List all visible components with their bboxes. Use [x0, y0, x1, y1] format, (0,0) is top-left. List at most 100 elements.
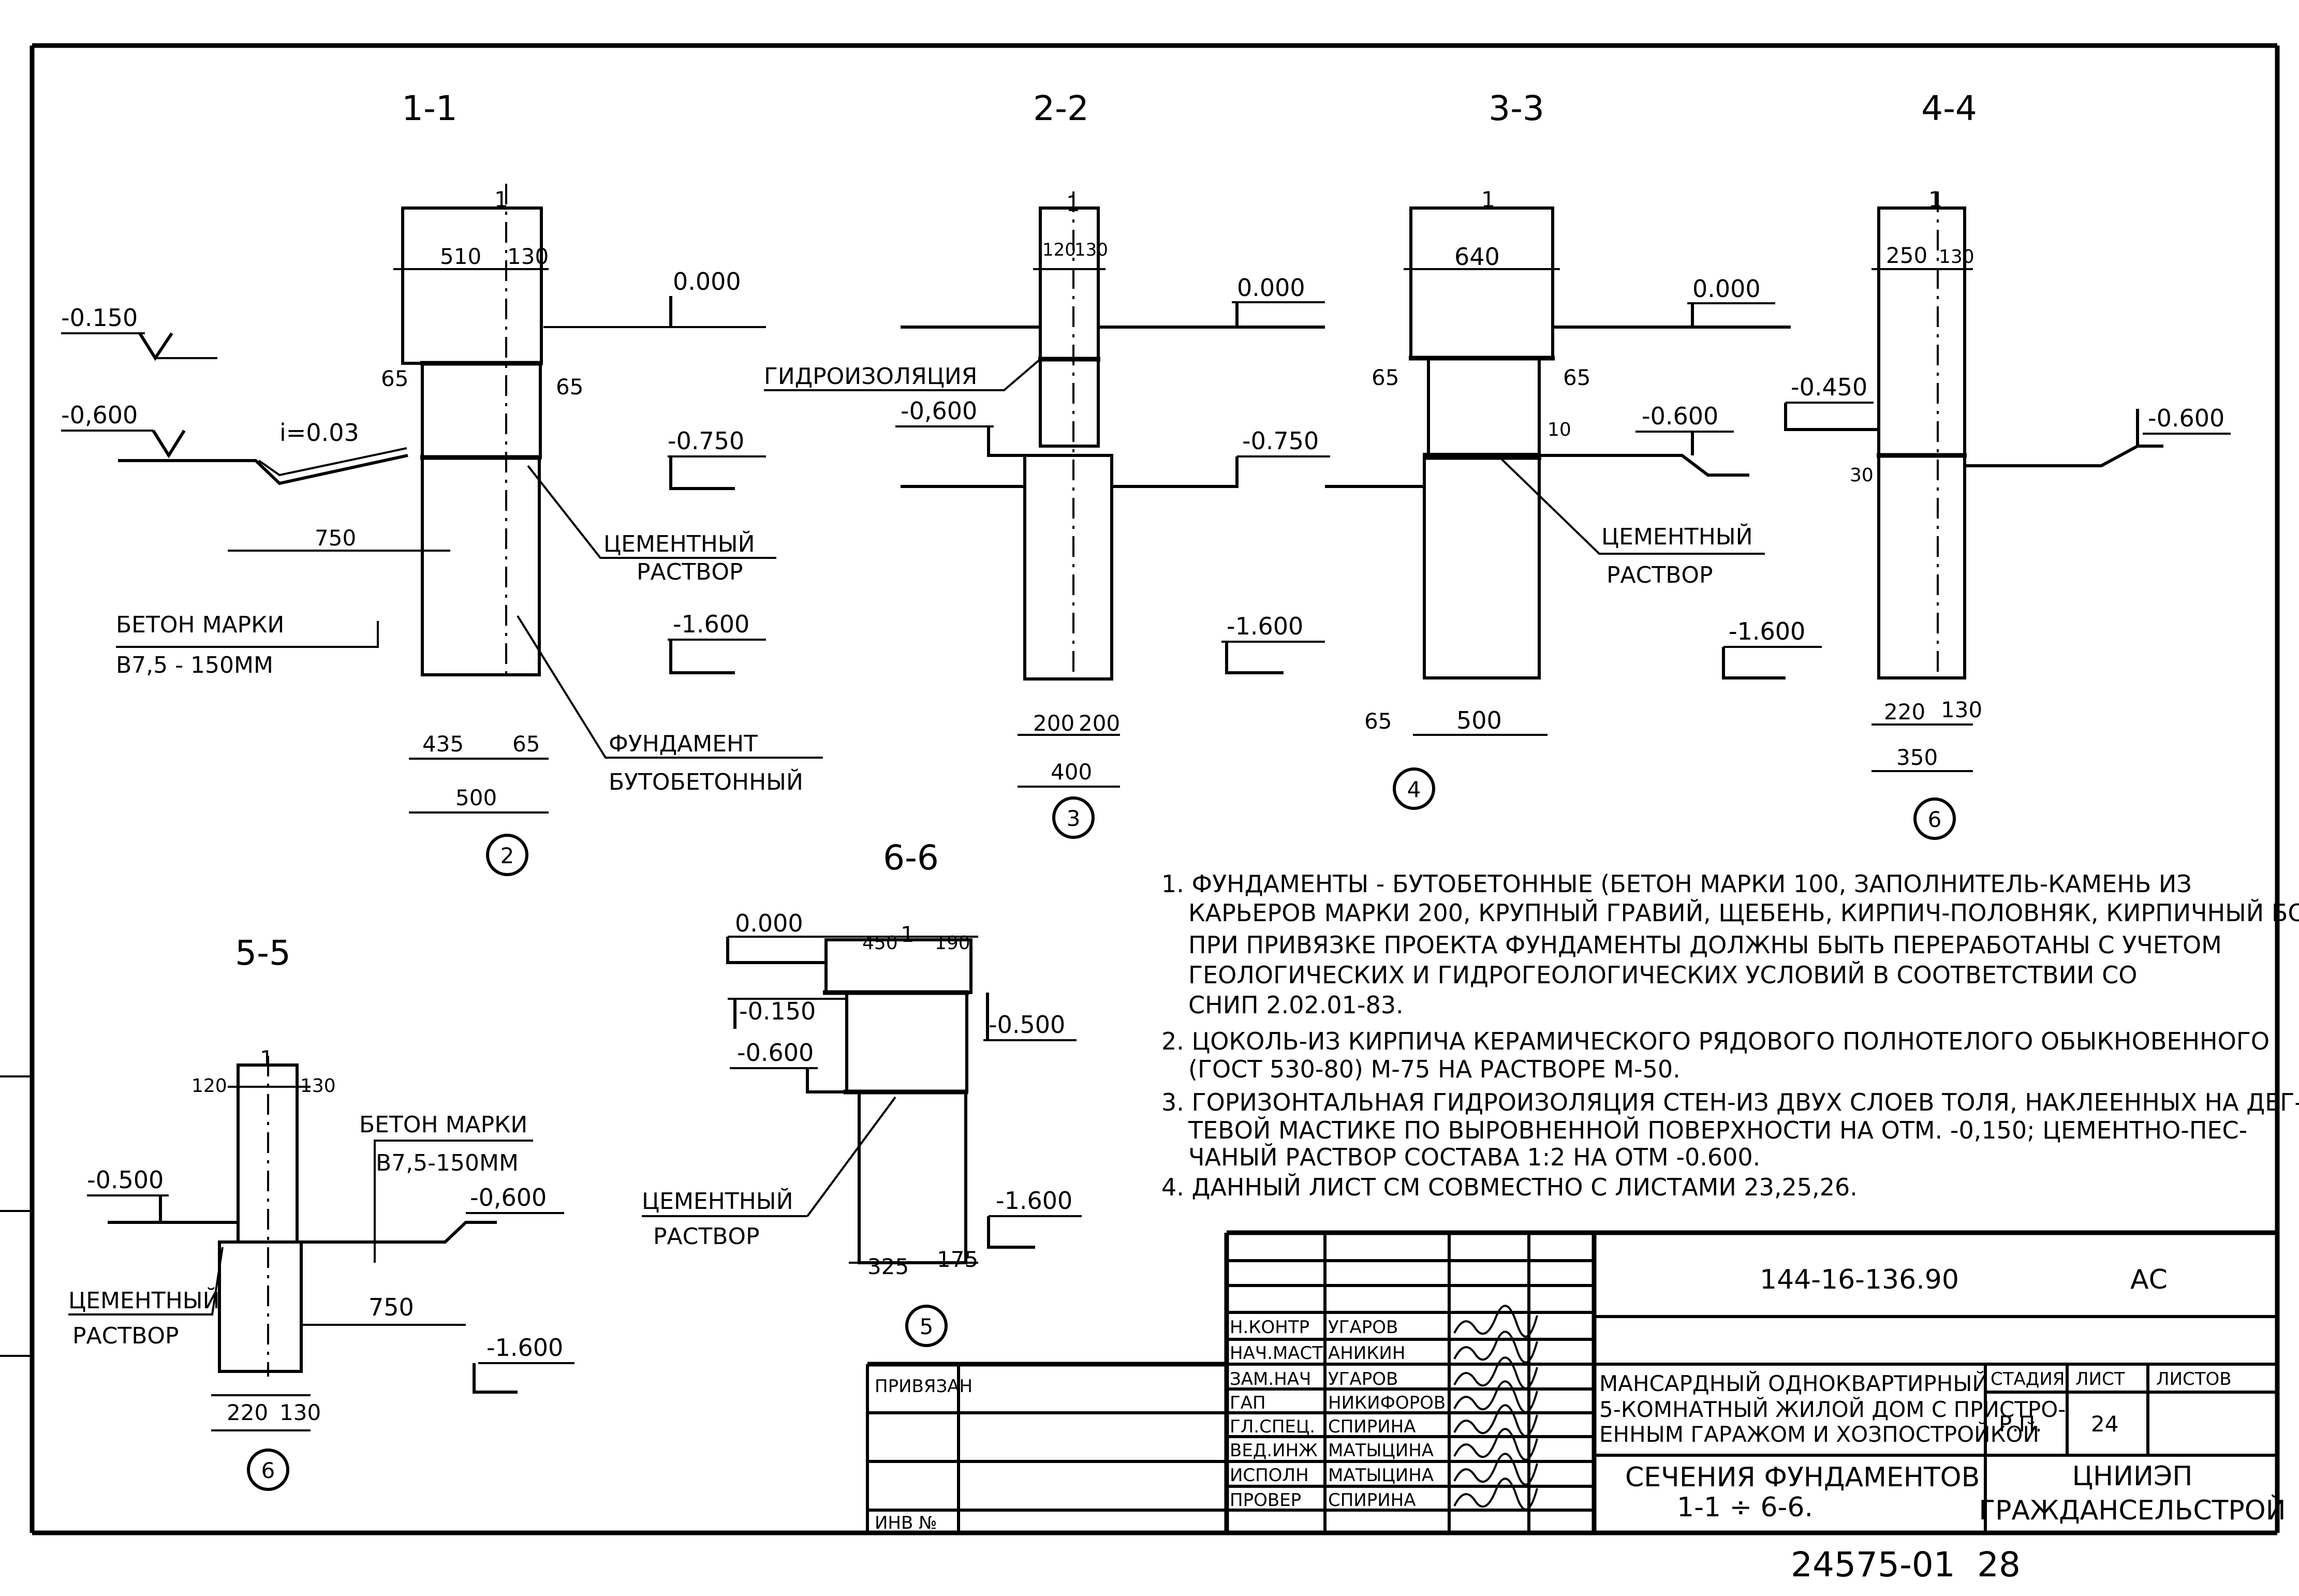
inv-label: ИНВ №: [875, 1513, 937, 1533]
cement-label: ЦЕМЕНТНЫЙ: [1601, 523, 1753, 550]
section-marker: [486, 834, 528, 876]
level-mark: -0.450: [1791, 373, 1867, 401]
person-name: НИКИФОРОВ: [1328, 1393, 1446, 1413]
section-2-2: 2-2 1 120 130 0.000 ГИДРОИЗОЛЯЦИЯ -0,600…: [764, 88, 1330, 839]
role-label: ЗАМ.НАЧ: [1230, 1369, 1311, 1390]
concrete-label: БЕТОН МАРКИ: [359, 1112, 527, 1138]
project-name: 5-КОМНАТНЫЙ ЖИЛОЙ ДОМ С ПРИСТРО-: [1599, 1396, 2066, 1422]
section-4-4: 4-4 1 250 130 -0.450 30 -0.600 -1.600 22…: [1729, 88, 2231, 840]
level-mark: -1.600: [673, 610, 749, 638]
dim-500: 500: [1456, 706, 1502, 734]
dim-120: 120: [1042, 240, 1076, 260]
foundation-body: [1423, 453, 1541, 679]
drawing-mark: АС: [2130, 1264, 2168, 1295]
dim-130: 130: [279, 1400, 321, 1425]
dim-65-bottom: 65: [1364, 708, 1392, 734]
dim-10: 10: [1548, 419, 1571, 440]
cement-label: РАСТВОР: [653, 1223, 760, 1250]
concrete-label: В7,5-150ММ: [376, 1150, 519, 1176]
level-mark: -0.150: [739, 997, 816, 1025]
cement-label: РАСТВОР: [1607, 562, 1713, 588]
level-mark: -1.600: [996, 1187, 1072, 1215]
sheet-title: СЕЧЕНИЯ ФУНДАМЕНТОВ: [1625, 1462, 1980, 1493]
section-marker: [247, 1449, 289, 1491]
foundation-body: [218, 1240, 303, 1373]
concrete-label: В7,5 - 150ММ: [116, 652, 273, 678]
person-name: МАТЫЦИНА: [1328, 1465, 1434, 1486]
level-mark: -0,600: [470, 1184, 547, 1211]
axis-label: 1: [1481, 187, 1495, 212]
dim-130: 130: [1939, 246, 1974, 268]
level-mark: -0.500: [989, 1011, 1065, 1039]
role-label: ПРОВЕР: [1230, 1490, 1301, 1511]
level-mark: 0.000: [673, 268, 741, 295]
section-title: 6-6: [883, 838, 939, 878]
dim-30: 30: [1850, 465, 1874, 486]
dim-510: 510: [440, 244, 481, 269]
dim-175: 175: [937, 1247, 978, 1272]
cement-label: ЦЕМЕНТНЫЙ: [642, 1187, 793, 1215]
marker-label: 2: [500, 843, 514, 868]
archive-number: 24575-01: [1791, 1545, 1955, 1585]
note-line: ПРИ ПРИВЯЗКЕ ПРОЕКТА ФУНДАМЕНТЫ ДОЛЖНЫ Б…: [1188, 931, 2222, 959]
sheet-title: 1-1 ÷ 6-6.: [1677, 1492, 1813, 1523]
level-mark: 0.000: [735, 909, 803, 937]
dim-500: 500: [455, 785, 497, 810]
brick-plinth: [845, 991, 968, 1093]
level-mark: -0.600: [737, 1039, 814, 1067]
level-mark: -0.600: [1642, 402, 1718, 430]
sheet-value: 24: [2091, 1411, 2118, 1437]
section-title: 2-2: [1033, 88, 1089, 128]
note-line: СНИП 2.02.01-83.: [1188, 991, 1404, 1019]
dim-400: 400: [1051, 759, 1092, 785]
axis-label: 1: [260, 1046, 274, 1071]
section-5-5: 5-5 1 120 130 БЕТОН МАРКИ В7,5-150ММ -0.…: [68, 933, 574, 1491]
note-line: ЧАНЫЙ РАСТВОР СОСТАВА 1:2 НА ОТМ -0.600.: [1188, 1143, 1760, 1171]
dim-65-left: 65: [381, 366, 408, 391]
dim-130: 130: [1941, 697, 1982, 722]
waterproof-label: ГИДРОИЗОЛЯЦИЯ: [764, 363, 977, 390]
dim-130: 130: [507, 244, 549, 269]
note-line: 4. ДАННЫЙ ЛИСТ СМ СОВМЕСТНО С ЛИСТАМИ 23…: [1161, 1173, 1858, 1201]
tied-label: ПРИВЯЗАН: [875, 1376, 972, 1397]
dim-250: 250: [1886, 243, 1927, 268]
cement-label: РАСТВОР: [637, 559, 743, 585]
section-1-1: 1-1 1 510 130 65 65 i=0.03 -0.150 -0,600…: [61, 88, 823, 876]
role-label: ГАП: [1230, 1393, 1266, 1413]
role-label: НАЧ.МАСТ: [1230, 1343, 1323, 1364]
axis-label: 1: [901, 922, 915, 947]
person-name: МАТЫЦИНА: [1328, 1440, 1434, 1461]
foundation-body: [858, 1090, 967, 1264]
general-notes: 1. ФУНДАМЕНТЫ - БУТОБЕТОННЫЕ (БЕТОН МАРК…: [1161, 870, 2299, 1201]
level-mark: 0.000: [1692, 275, 1761, 303]
stage-label: СТАДИЯ: [1991, 1369, 2065, 1390]
slope-label: i=0.03: [279, 419, 359, 447]
role-label: Н.КОНТР: [1230, 1317, 1309, 1338]
note-line: 2. ЦОКОЛЬ-ИЗ КИРПИЧА КЕРАМИЧЕСКОГО РЯДОВ…: [1161, 1027, 2269, 1055]
level-mark: -1.600: [487, 1334, 563, 1362]
level-mark: -1.600: [1729, 617, 1805, 645]
dim-750: 750: [315, 525, 356, 551]
person-name: АНИКИН: [1328, 1343, 1405, 1364]
dim-200: 200: [1079, 711, 1120, 736]
level-mark: -0.600: [2148, 404, 2224, 432]
dim-65-bottom: 65: [512, 731, 540, 757]
brick-plinth: [1427, 357, 1541, 456]
level-mark: -1.600: [1227, 612, 1303, 640]
marker-label: 5: [920, 1314, 934, 1339]
role-label: ВЕД.ИНЖ: [1230, 1440, 1318, 1461]
dim-120: 120: [191, 1075, 227, 1097]
section-title: 5-5: [235, 933, 291, 973]
note-line: КАРЬЕРОВ МАРКИ 200, КРУПНЫЙ ГРАВИЙ, ЩЕБЕ…: [1188, 899, 2299, 927]
dim-450: 450: [862, 933, 898, 954]
foundation-body: [1877, 454, 1966, 679]
section-marker: [1913, 797, 1956, 840]
cement-label: ЦЕМЕНТНЫЙ: [603, 530, 755, 557]
sheet-label: ЛИСТ: [2075, 1369, 2125, 1390]
org-name: ЦНИИЭП: [2072, 1461, 2193, 1492]
note-line: ТЕВОЙ МАСТИКЕ ПО ВЫРОВНЕННОЙ ПОВЕРХНОСТИ…: [1188, 1116, 2247, 1144]
level-mark: 0.000: [1237, 274, 1305, 302]
plinth-wall: [1409, 206, 1554, 360]
section-title: 3-3: [1489, 88, 1544, 128]
